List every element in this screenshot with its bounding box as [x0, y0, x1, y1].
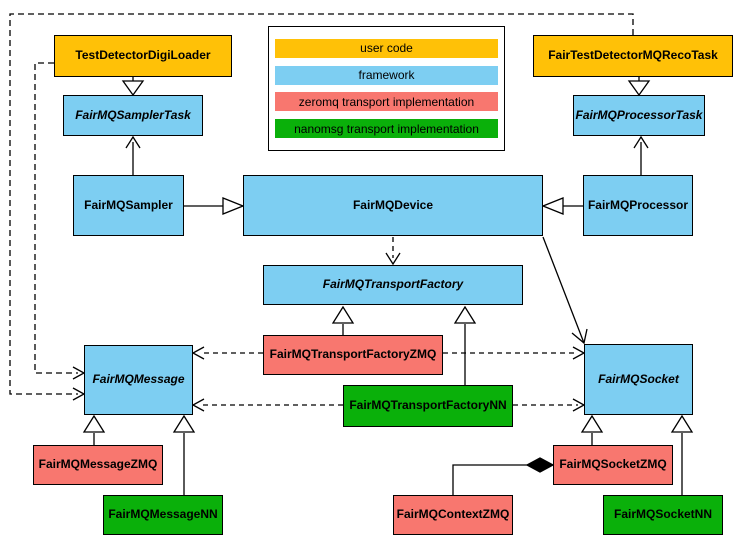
dependency-device-transportfactory [385, 237, 401, 266]
node-fairmqtransportfactoryzmq: FairMQTransportFactoryZMQ [263, 335, 443, 375]
inheritance-messagenn-message [172, 414, 196, 495]
node-fairmqsampler: FairMQSampler [73, 175, 184, 236]
inheritance-processor-device [541, 197, 583, 215]
dependency-factorynn-message [191, 398, 343, 412]
node-fairmqmessage: FairMQMessage [84, 345, 193, 415]
legend-item-nanomsg: nanomsg transport implementation [275, 119, 498, 139]
dependency-factoryzmq-message [191, 346, 263, 360]
node-fairmqsocketzmq: FairMQSocketZMQ [553, 445, 673, 485]
dependency-factorynn-socket [513, 398, 586, 412]
inheritance-factoryzmq-transportfactory [331, 305, 355, 335]
inheritance-messagezmq-message [82, 414, 106, 445]
inheritance-socketnn-socket [670, 414, 694, 495]
node-fairmqtransportfactory: FairMQTransportFactory [263, 265, 523, 305]
node-fairmqtransportfactorynn: FairMQTransportFactoryNN [343, 385, 513, 427]
node-fairmqmessagezmq: FairMQMessageZMQ [33, 445, 163, 485]
legend-item-user-code: user code [275, 38, 498, 58]
inheritance-recotask-processortask [627, 77, 651, 97]
node-fairmqmessagenn: FairMQMessageNN [103, 495, 223, 535]
legend: user code framework zeromq transport imp… [268, 26, 505, 151]
composition-contextzmq-socketzmq [452, 457, 555, 495]
node-fairmqcontextzmq: FairMQContextZMQ [393, 495, 513, 535]
legend-item-framework: framework [275, 65, 498, 85]
node-fairtestdetectormqrecotask: FairTestDetectorMQRecoTask [533, 35, 733, 77]
association-device-socket [542, 236, 588, 345]
inheritance-socketzmq-socket [580, 414, 604, 445]
node-testdetectordigiloader: TestDetectorDigiLoader [54, 35, 232, 77]
node-fairmqsocketnn: FairMQSocketNN [603, 495, 723, 535]
dependency-factoryzmq-socket [443, 346, 586, 360]
inheritance-factorynn-transportfactory [453, 305, 477, 385]
node-fairmqsamplertask: FairMQSamplerTask [63, 95, 203, 136]
node-fairmqprocessor: FairMQProcessor [583, 175, 693, 236]
inheritance-sampler-device [184, 197, 245, 215]
association-sampler-samplertask [125, 135, 141, 175]
inheritance-digiloader-samplertask [121, 77, 145, 97]
association-processor-processortask [633, 135, 649, 175]
node-fairmqsocket: FairMQSocket [584, 344, 693, 415]
legend-item-zeromq: zeromq transport implementation [275, 92, 498, 112]
node-fairmqdevice: FairMQDevice [243, 175, 543, 236]
node-fairmqprocessortask: FairMQProcessorTask [573, 95, 705, 136]
